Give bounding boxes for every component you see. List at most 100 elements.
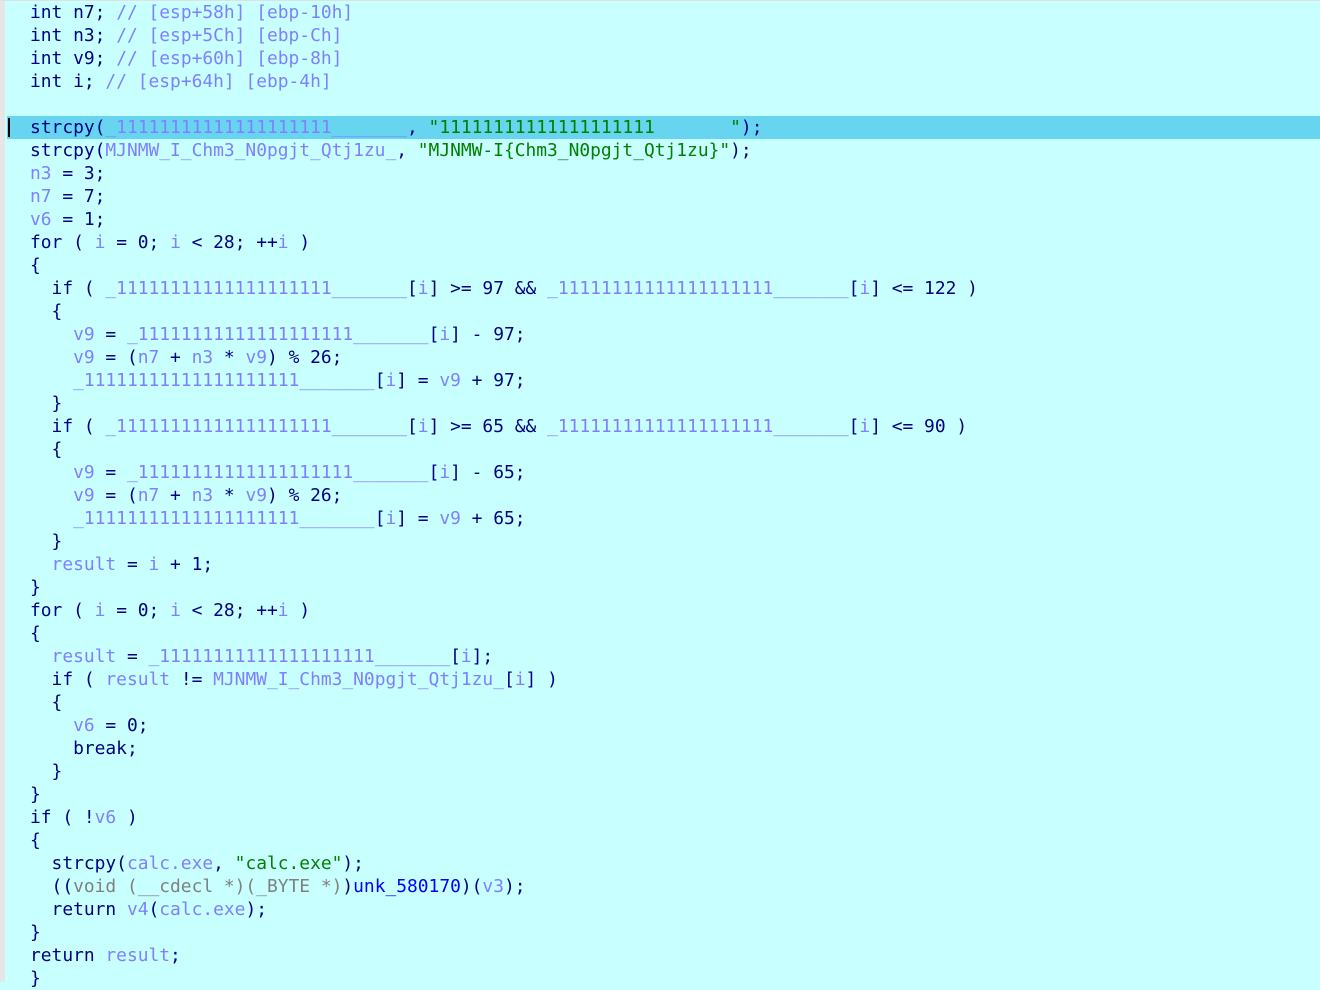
punctuation-token: ) [342, 876, 354, 897]
identifier-token[interactable]: _11111111111111111111_______ [30, 370, 375, 391]
function-name[interactable]: unk_580170 [353, 876, 461, 897]
identifier-token[interactable]: _11111111111111111111_______ [547, 278, 849, 299]
identifier-token[interactable]: n3 [191, 347, 214, 368]
code-line[interactable]: { [7, 300, 1320, 323]
code-line-current[interactable]: strcpy(_11111111111111111111_______, "11… [7, 116, 1320, 139]
code-line[interactable]: for ( i = 0; i < 28; ++i ) [7, 231, 1320, 254]
identifier-token[interactable]: _11111111111111111111_______ [105, 117, 407, 138]
identifier-token[interactable]: n7 [137, 485, 160, 506]
identifier-token[interactable]: i [417, 278, 429, 299]
code-line[interactable]: { [7, 691, 1320, 714]
identifier-token[interactable]: v9 [439, 508, 461, 529]
identifier-token[interactable]: i [170, 600, 181, 621]
identifier-token[interactable]: _11111111111111111111_______ [105, 278, 407, 299]
code-line[interactable]: } [7, 576, 1320, 599]
identifier-token[interactable]: _11111111111111111111_______ [148, 646, 451, 667]
identifier-token[interactable]: i [460, 646, 472, 667]
identifier-token[interactable]: i [439, 324, 451, 345]
identifier-token[interactable]: i [148, 554, 160, 575]
code-line[interactable]: int i; // [esp+64h] [ebp-4h] [7, 70, 1320, 93]
identifier-token[interactable]: _11111111111111111111_______ [30, 508, 375, 529]
identifier-token[interactable]: v6 [94, 807, 117, 828]
code-line[interactable]: strcpy(MJNMW_I_Chm3_N0pgjt_Qtj1zu_, "MJN… [7, 139, 1320, 162]
code-line[interactable]: } [7, 530, 1320, 553]
identifier-token[interactable]: v9 [245, 347, 268, 368]
code-line[interactable]: v6 = 0; [7, 714, 1320, 737]
code-line[interactable]: } [7, 921, 1320, 944]
code-line[interactable]: n3 = 3; [7, 162, 1320, 185]
identifier-token[interactable]: n3 [30, 163, 52, 184]
identifier-token[interactable]: v9 [30, 324, 95, 345]
code-line[interactable]: v9 = (n7 + n3 * v9) % 26; [7, 346, 1320, 369]
code-line[interactable]: } [7, 783, 1320, 806]
identifier-token[interactable]: result [30, 554, 117, 575]
identifier-token[interactable]: v3 [482, 876, 504, 897]
code-line[interactable]: if ( _11111111111111111111_______[i] >= … [7, 277, 1320, 300]
code-line[interactable]: } [7, 392, 1320, 415]
code-line[interactable]: ((void (__cdecl *)(_BYTE *))unk_580170)(… [7, 875, 1320, 898]
code-line[interactable]: { [7, 829, 1320, 852]
code-line[interactable]: if ( result != MJNMW_I_Chm3_N0pgjt_Qtj1z… [7, 668, 1320, 691]
identifier-token[interactable]: n3 [191, 485, 214, 506]
identifier-token[interactable]: i [277, 232, 289, 253]
code-line[interactable]: result = i + 1; [7, 553, 1320, 576]
code-line[interactable]: v9 = _11111111111111111111_______[i] - 9… [7, 323, 1320, 346]
code-line[interactable]: return v4(calc.exe); [7, 898, 1320, 921]
identifier-token[interactable]: _11111111111111111111_______ [547, 416, 849, 437]
code-line[interactable]: if ( _11111111111111111111_______[i] >= … [7, 415, 1320, 438]
code-line[interactable]: v6 = 1; [7, 208, 1320, 231]
identifier-token[interactable]: v6 [30, 715, 95, 736]
identifier-token[interactable]: i [417, 416, 429, 437]
identifier-token[interactable]: _11111111111111111111_______ [126, 324, 429, 345]
identifier-token[interactable]: i [385, 370, 397, 391]
identifier-token[interactable]: v4 [126, 899, 149, 920]
code-line[interactable]: v9 = (n7 + n3 * v9) % 26; [7, 484, 1320, 507]
code-line[interactable]: _11111111111111111111_______[i] = v9 + 9… [7, 369, 1320, 392]
identifier-token[interactable]: i [439, 462, 451, 483]
code-line[interactable]: if ( !v6 ) [7, 806, 1320, 829]
code-line[interactable]: int v9; // [esp+60h] [ebp-8h] [7, 47, 1320, 70]
identifier-token[interactable]: result [30, 646, 117, 667]
identifier-token[interactable]: result [105, 945, 171, 966]
identifier-token[interactable]: calc.exe [126, 853, 214, 874]
identifier-token[interactable]: i [385, 508, 397, 529]
identifier-token[interactable]: i [94, 232, 106, 253]
code-line[interactable]: v9 = _11111111111111111111_______[i] - 6… [7, 461, 1320, 484]
identifier-token[interactable]: n7 [30, 186, 52, 207]
identifier-token[interactable]: i [514, 669, 526, 690]
identifier-token[interactable]: v9 [245, 485, 268, 506]
identifier-token[interactable]: _11111111111111111111_______ [105, 416, 407, 437]
code-line[interactable]: strcpy(calc.exe, "calc.exe"); [7, 852, 1320, 875]
identifier-token[interactable]: result [105, 669, 171, 690]
code-line[interactable]: } [7, 967, 1320, 990]
code-line[interactable]: int n3; // [esp+5Ch] [ebp-Ch] [7, 24, 1320, 47]
code-line[interactable]: { [7, 438, 1320, 461]
identifier-token[interactable]: v9 [30, 462, 95, 483]
pseudocode-view[interactable]: int n7; // [esp+58h] [ebp-10h]int n3; //… [7, 1, 1320, 990]
code-line[interactable]: int n7; // [esp+58h] [ebp-10h] [7, 1, 1320, 24]
code-line[interactable]: break; [7, 737, 1320, 760]
code-line[interactable]: n7 = 7; [7, 185, 1320, 208]
identifier-token[interactable]: i [277, 600, 289, 621]
identifier-token[interactable]: v9 [30, 485, 95, 506]
identifier-token[interactable]: n7 [137, 347, 160, 368]
identifier-token[interactable]: i [94, 600, 106, 621]
identifier-token[interactable]: i [859, 278, 871, 299]
identifier-token[interactable]: i [859, 416, 871, 437]
code-line[interactable]: return result; [7, 944, 1320, 967]
code-line[interactable]: { [7, 622, 1320, 645]
identifier-token[interactable]: v9 [439, 370, 461, 391]
code-line[interactable]: result = _11111111111111111111_______[i]… [7, 645, 1320, 668]
identifier-token[interactable]: v6 [30, 209, 52, 230]
identifier-token[interactable]: _11111111111111111111_______ [126, 462, 429, 483]
identifier-token[interactable]: i [170, 232, 181, 253]
code-line[interactable] [7, 93, 1320, 116]
code-line[interactable]: } [7, 760, 1320, 783]
identifier-token[interactable]: calc.exe [159, 899, 246, 920]
identifier-token[interactable]: MJNMW_I_Chm3_N0pgjt_Qtj1zu_ [213, 669, 504, 690]
identifier-token[interactable]: MJNMW_I_Chm3_N0pgjt_Qtj1zu_ [105, 140, 397, 161]
identifier-token[interactable]: v9 [30, 347, 95, 368]
code-line[interactable]: { [7, 254, 1320, 277]
code-line[interactable]: for ( i = 0; i < 28; ++i ) [7, 599, 1320, 622]
code-line[interactable]: _11111111111111111111_______[i] = v9 + 6… [7, 507, 1320, 530]
